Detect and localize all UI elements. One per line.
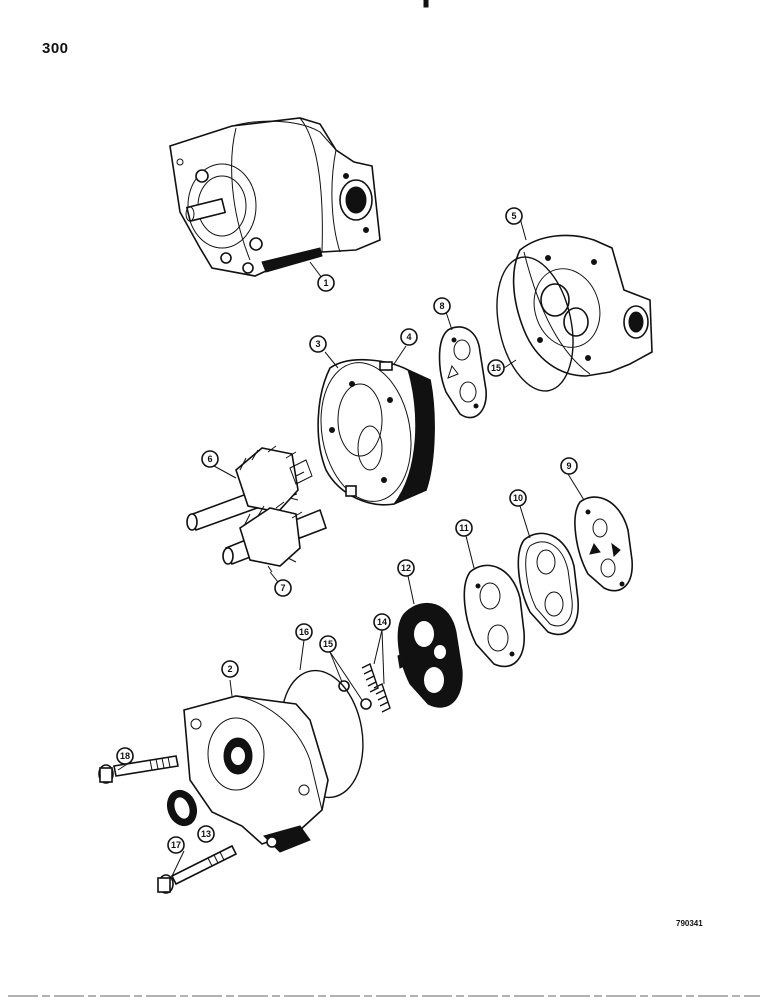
short-bolt-drawing: [157, 844, 238, 894]
callout-8: 8: [439, 301, 444, 311]
page-number: 300: [42, 40, 69, 57]
callout-13: 13: [201, 829, 211, 839]
callouts: 1 2 3 4 5 6 7 8 9 10 11 12 13 14 15 15 1…: [116, 207, 578, 854]
leader-lines: [117, 217, 585, 877]
callout-6: 6: [207, 454, 212, 464]
callout-12: 12: [401, 563, 411, 573]
front-cover-drawing: [183, 695, 329, 853]
callout-14: 14: [377, 617, 387, 627]
callout-4: 4: [406, 332, 411, 342]
callout-10: 10: [513, 493, 523, 503]
callout-15-o-ring: 15: [491, 363, 501, 373]
callout-17: 17: [171, 840, 181, 850]
seal-plate-drawing: [517, 532, 579, 636]
callout-11: 11: [459, 523, 469, 533]
o-ring-rear-drawing: [496, 256, 574, 392]
rear-cover-drawing: [496, 234, 653, 392]
callout-3: 3: [315, 339, 320, 349]
gasket-rear-drawing: [438, 326, 487, 419]
pump-assembly-drawing: [169, 117, 381, 277]
figure-code: 790341: [676, 919, 703, 928]
callout-2: 2: [227, 664, 232, 674]
springs-drawing: [361, 663, 391, 713]
driven-gear-drawing: [222, 501, 328, 573]
callout-18: 18: [120, 751, 130, 761]
callout-9: 9: [566, 461, 571, 471]
callout-15-balls: 15: [323, 639, 333, 649]
callout-5: 5: [511, 211, 516, 221]
shaft-seal-drawing: [166, 789, 198, 827]
callout-7: 7: [280, 583, 285, 593]
callout-1: 1: [323, 278, 328, 288]
long-bolt-drawing: [98, 755, 179, 784]
gear-housing-drawing: [317, 358, 435, 506]
gasket-plate-drawing: [574, 496, 633, 592]
wear-plate-drawing: [397, 602, 463, 708]
callout-16: 16: [299, 627, 309, 637]
scan-mark-top: [423, 0, 429, 8]
backup-gasket-drawing: [463, 564, 525, 668]
drive-gear-drawing: [186, 445, 313, 532]
